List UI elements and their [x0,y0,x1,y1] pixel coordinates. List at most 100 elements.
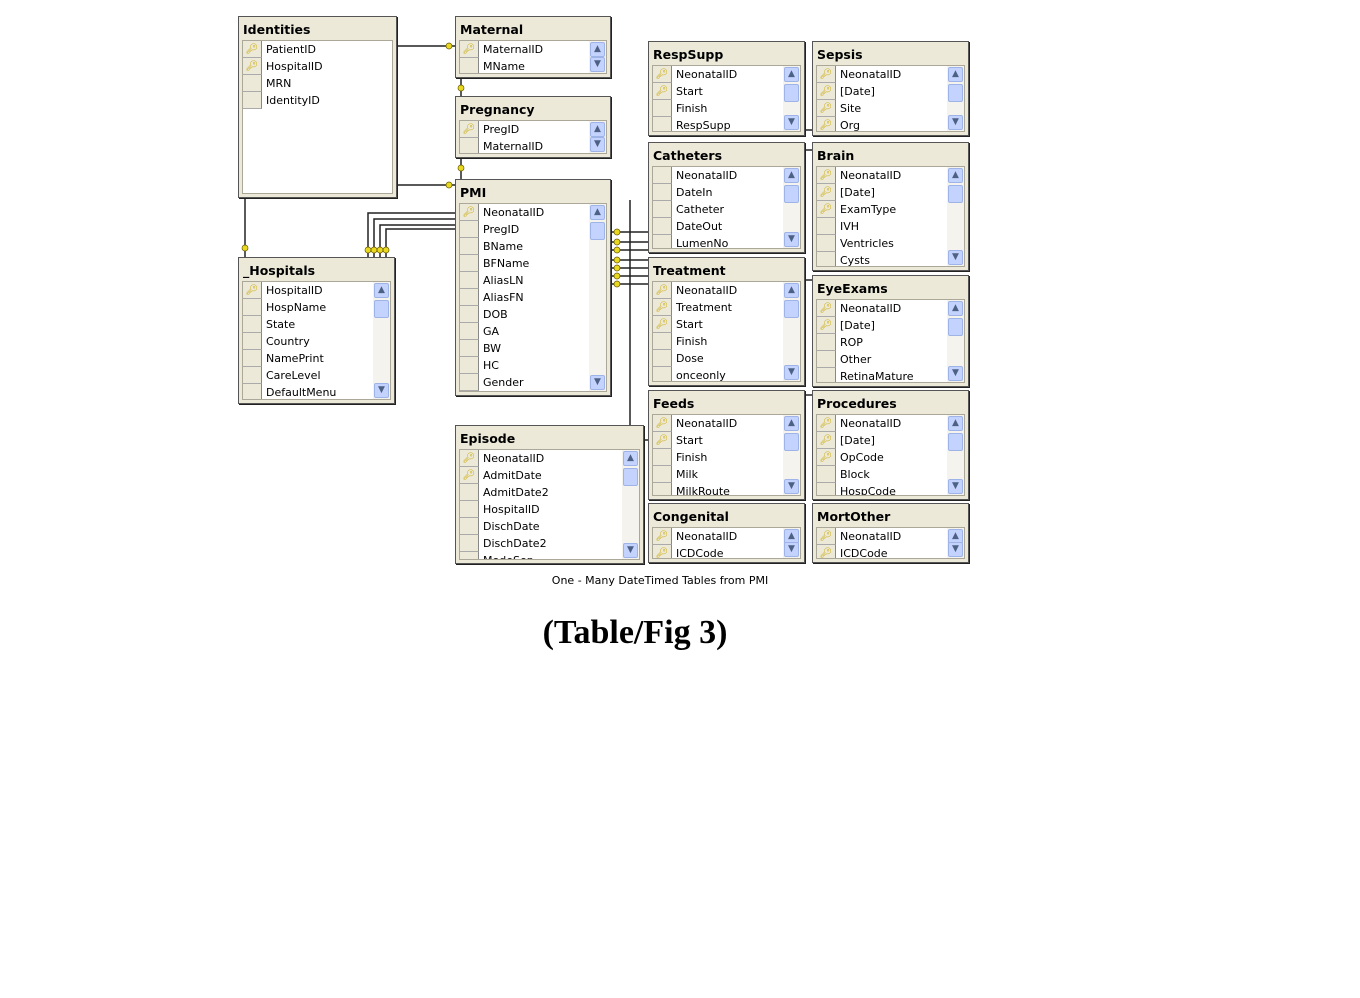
table-title[interactable]: Catheters [653,148,723,163]
column-row[interactable]: BW [460,340,606,357]
scroll-down-icon[interactable]: ▼ [948,479,963,494]
table-sepsis[interactable]: Sepsis🔑︎NeonatalID🔑︎[Date]🔑︎Site🔑︎Org▲▼ [812,41,969,136]
column-row[interactable]: 🔑︎NeonatalID [817,300,964,317]
column-row[interactable]: 🔑︎ICDCode [653,545,800,558]
table-congenital[interactable]: Congenital🔑︎NeonatalID🔑︎ICDCode▲▼ [648,503,805,563]
scrollbar[interactable]: ▲▼ [589,41,606,73]
column-row[interactable]: 🔑︎MaternalID [460,41,606,58]
scrollbar[interactable]: ▲▼ [783,66,800,131]
column-row[interactable]: 🔑︎NeonatalID [817,167,964,184]
scroll-down-icon[interactable]: ▼ [784,479,799,494]
column-row[interactable]: 🔑︎PatientID [243,41,392,58]
scrollbar[interactable]: ▲▼ [589,204,606,391]
scroll-down-icon[interactable]: ▼ [590,375,605,390]
scrollbar[interactable]: ▲▼ [947,415,964,495]
scrollbar[interactable]: ▲▼ [589,121,606,153]
column-row[interactable]: 🔑︎Site [817,100,964,117]
column-row[interactable]: NamePrint [243,350,390,367]
column-row[interactable]: Milk [653,466,800,483]
column-row[interactable]: 🔑︎HospitalID [243,58,392,75]
table-title[interactable]: Procedures [817,396,897,411]
column-row[interactable]: PregID [460,221,606,238]
column-row[interactable]: NeonatalID [653,167,800,184]
column-row[interactable]: 🔑︎[Date] [817,317,964,334]
table-title[interactable]: Treatment [653,263,726,278]
scrollbar[interactable]: ▲▼ [783,282,800,381]
column-row[interactable]: State [243,316,390,333]
column-row[interactable]: IdentityID [243,92,392,109]
column-row[interactable]: 🔑︎[Date] [817,184,964,201]
column-row[interactable]: 🔑︎[Date] [817,432,964,449]
scroll-down-icon[interactable]: ▼ [784,542,799,557]
column-row[interactable]: onceonly [653,367,800,381]
column-row[interactable]: GA [460,323,606,340]
column-row[interactable]: HospitalID [460,501,639,518]
column-row[interactable]: RetinaMature [817,368,964,382]
column-row[interactable]: DateOut [653,218,800,235]
scroll-thumb[interactable] [374,300,389,318]
table-title[interactable]: Feeds [653,396,695,411]
scroll-down-icon[interactable]: ▼ [590,137,605,152]
column-row[interactable]: DateIn [653,184,800,201]
column-row[interactable]: 🔑︎NeonatalID [817,66,964,83]
column-row[interactable]: ROP [817,334,964,351]
scroll-up-icon[interactable]: ▲ [590,42,605,57]
scrollbar[interactable]: ▲▼ [622,450,639,559]
column-row[interactable]: 🔑︎Start [653,432,800,449]
scroll-down-icon[interactable]: ▼ [948,250,963,265]
scroll-thumb[interactable] [784,185,799,203]
column-row[interactable]: IVH [817,218,964,235]
scroll-up-icon[interactable]: ▲ [948,416,963,431]
column-row[interactable]: DischDate [460,518,639,535]
column-row[interactable]: AliasLN [460,272,606,289]
scroll-up-icon[interactable]: ▲ [948,301,963,316]
scroll-thumb[interactable] [590,222,605,240]
table-title[interactable]: Sepsis [817,47,863,62]
column-row[interactable]: 🔑︎NeonatalID [653,66,800,83]
column-row[interactable]: DefaultMenu [243,384,390,399]
scroll-down-icon[interactable]: ▼ [948,366,963,381]
column-row[interactable]: 🔑︎Treatment [653,299,800,316]
column-row[interactable]: Other [817,351,964,368]
column-row[interactable]: Gender [460,374,606,391]
column-row[interactable]: Cysts [817,252,964,266]
scroll-up-icon[interactable]: ▲ [948,67,963,82]
scroll-thumb[interactable] [948,433,963,451]
scroll-down-icon[interactable]: ▼ [784,365,799,380]
column-row[interactable]: HospCode [817,483,964,495]
scroll-down-icon[interactable]: ▼ [784,115,799,130]
table-title[interactable]: RespSupp [653,47,724,62]
column-row[interactable]: 🔑︎NeonatalID [653,528,800,545]
table-title[interactable]: Pregnancy [460,102,535,117]
table-title[interactable]: PMI [460,185,487,200]
column-row[interactable]: Catheter [653,201,800,218]
scroll-down-icon[interactable]: ▼ [590,57,605,72]
scroll-thumb[interactable] [948,318,963,336]
column-row[interactable]: 🔑︎Org [817,117,964,131]
column-row[interactable]: 🔑︎NeonatalID [653,415,800,432]
column-row[interactable]: BName [460,238,606,255]
column-row[interactable]: DOB [460,306,606,323]
column-row[interactable]: 🔑︎HospitalID [243,282,390,299]
scroll-thumb[interactable] [948,84,963,102]
column-row[interactable]: Ventricles [817,235,964,252]
column-row[interactable]: Country [243,333,390,350]
column-row[interactable]: Dose [653,350,800,367]
scroll-down-icon[interactable]: ▼ [623,543,638,558]
column-row[interactable]: MilkRoute [653,483,800,495]
table-title[interactable]: Maternal [460,22,524,37]
scrollbar[interactable]: ▲▼ [947,528,964,558]
column-row[interactable]: HC [460,357,606,374]
table-title[interactable]: Brain [817,148,855,163]
scrollbar[interactable]: ▲▼ [947,66,964,131]
column-row[interactable]: 🔑︎Start [653,83,800,100]
column-row[interactable]: ModeSep [460,552,639,559]
column-row[interactable]: 🔑︎Start [653,316,800,333]
